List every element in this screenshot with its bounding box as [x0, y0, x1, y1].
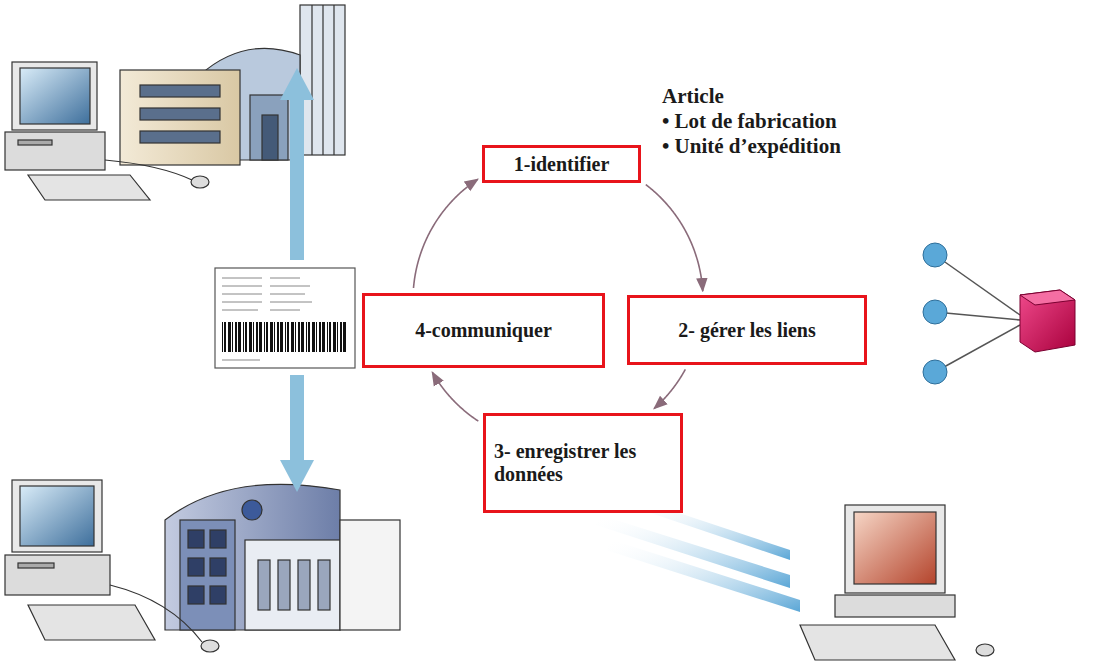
barcode-bar [274, 322, 275, 352]
item-label: • Unité d’expédition [662, 134, 841, 159]
barcode-bar [264, 322, 265, 352]
step-box: 1-identifier [482, 145, 641, 183]
step-label: 4-communiquer [415, 319, 552, 342]
barcode-bar [340, 322, 342, 352]
barcode-bar [306, 322, 307, 352]
barcode-bar [322, 322, 325, 352]
barcode-bar [343, 322, 346, 352]
barcode-bar [316, 322, 317, 352]
cycle-arrow [654, 369, 685, 408]
step-label: 2- gérer les liens [678, 319, 816, 342]
barcode-bar [285, 322, 286, 352]
data-streaks [596, 500, 800, 612]
barcode-bar [312, 322, 315, 352]
barcode-bar [228, 322, 231, 352]
barcode-bar [256, 322, 258, 352]
link-graph [923, 243, 1075, 384]
barcode-bar [270, 322, 273, 352]
step-box: 2- gérer les liens [627, 295, 867, 365]
barcode-bar [333, 322, 336, 352]
barcode-bar [291, 322, 294, 352]
barcode-bar [329, 322, 331, 352]
barcode-bar [308, 322, 310, 352]
barcode-bar [266, 322, 268, 352]
building-top [120, 5, 345, 165]
barcode-bar [238, 322, 241, 352]
item-label: Article [662, 84, 841, 109]
step-box: 3- enregistrer les données [483, 413, 683, 513]
barcode-bar [222, 322, 223, 352]
computer-right [800, 505, 994, 660]
cycle-arrow [432, 372, 478, 421]
barcode-bar [337, 322, 338, 352]
barcode-bar [319, 322, 321, 352]
shipping-label [215, 268, 355, 368]
barcode-bar [253, 322, 254, 352]
step-label: 1-identifier [514, 153, 610, 176]
building-bottom [165, 484, 400, 630]
barcode-bar [235, 322, 237, 352]
cycle-arrow [413, 179, 477, 288]
computer-bottom [5, 480, 219, 652]
barcode-bar [277, 322, 279, 352]
barcode-bar [287, 322, 289, 352]
barcode-bar [249, 322, 252, 352]
barcode-bar [295, 322, 296, 352]
barcode-bar [232, 322, 233, 352]
label-group: Article• Lot de fabrication• Unité d’exp… [662, 84, 841, 160]
barcode-bar [280, 322, 283, 352]
barcode-bar [259, 322, 262, 352]
barcode-bar [298, 322, 300, 352]
computer-top [5, 62, 209, 200]
item-label: • Lot de fabrication [662, 109, 841, 134]
barcode-bar [327, 322, 328, 352]
cycle-arrow [646, 185, 703, 291]
barcode-bar [245, 322, 247, 352]
step-label: 3- enregistrer les données [494, 440, 672, 486]
barcode-bar [224, 322, 226, 352]
step-box: 4-communiquer [362, 293, 605, 368]
barcode-bar [243, 322, 244, 352]
barcode-bar [301, 322, 304, 352]
